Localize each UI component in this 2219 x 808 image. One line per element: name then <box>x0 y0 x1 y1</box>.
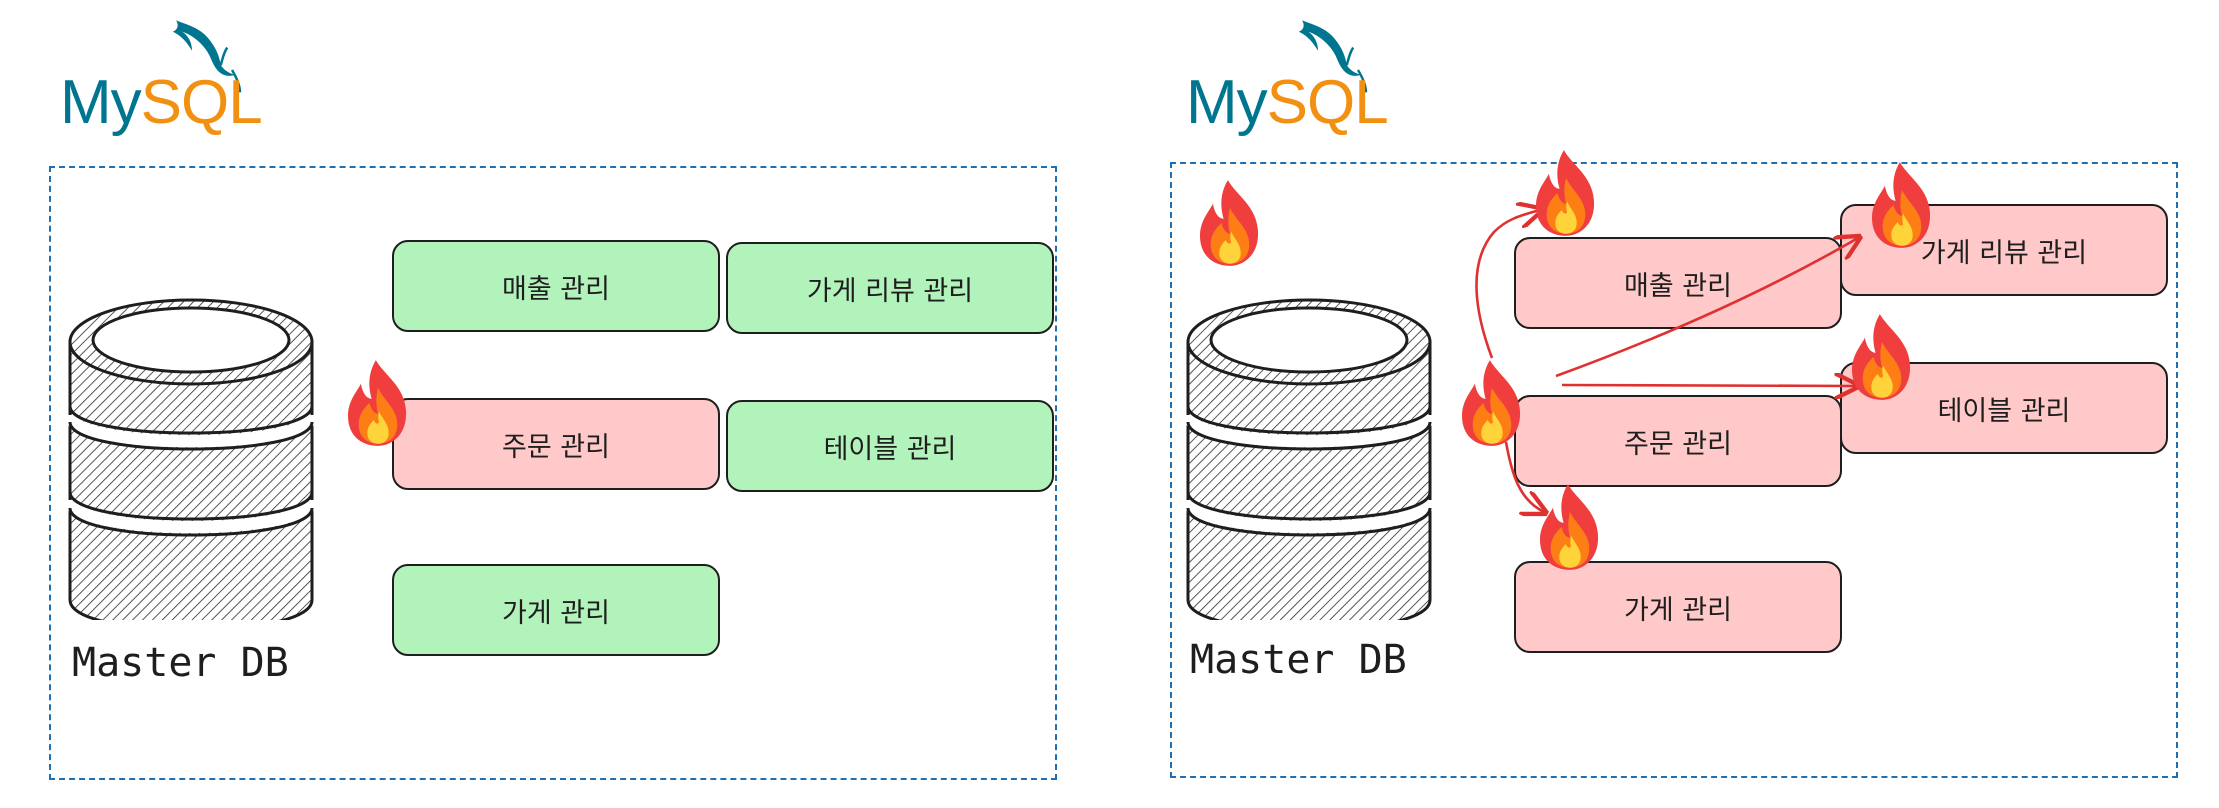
fire-icon <box>1534 482 1606 572</box>
service-store: 가게 관리 <box>392 564 720 656</box>
logo-my: My <box>60 68 142 137</box>
arrow-to-store <box>1504 441 1544 512</box>
mysql-logo: MySQL <box>1186 14 1389 137</box>
service-order: 주문 관리 <box>392 398 720 490</box>
db-boundary <box>1170 162 2178 778</box>
fire-icon <box>342 358 414 448</box>
fire-icon <box>1456 358 1528 448</box>
service-store: 가게 관리 <box>1514 561 1842 653</box>
db-boundary <box>49 166 1057 780</box>
fire-icon <box>1194 178 1266 268</box>
overload-propagation-arrows <box>1475 0 2219 808</box>
panel-before: MySQL Master DB 매출 관리 가게 리뷰 관리 주문 관리 테이블… <box>49 0 1057 780</box>
logo-my: My <box>1186 68 1268 137</box>
service-store-review: 가게 리뷰 관리 <box>726 242 1054 334</box>
logo-sql: SQL <box>1266 68 1389 137</box>
service-sales: 매출 관리 <box>392 240 720 332</box>
db-label: Master DB <box>72 640 289 686</box>
mysql-logo: MySQL <box>60 14 263 137</box>
database-cylinder-icon <box>66 290 316 620</box>
fire-icon <box>1846 312 1918 402</box>
service-sales: 매출 관리 <box>1514 237 1842 329</box>
arrow-to-sales <box>1475 210 1540 359</box>
panel-after: MySQL Master DB 매출 관리 가게 리뷰 관리 주문 관리 테이블… <box>1122 0 2219 808</box>
fire-icon <box>1866 160 1938 250</box>
logo-sql: SQL <box>140 68 263 137</box>
db-label: Master DB <box>1190 637 1407 683</box>
service-order: 주문 관리 <box>1514 395 1842 487</box>
fire-icon <box>1530 148 1602 238</box>
service-table: 테이블 관리 <box>726 400 1054 492</box>
arrow-to-table <box>1561 385 1856 386</box>
arrow-to-store-review <box>1555 238 1858 378</box>
service-store-review: 가게 리뷰 관리 <box>1840 204 2168 296</box>
